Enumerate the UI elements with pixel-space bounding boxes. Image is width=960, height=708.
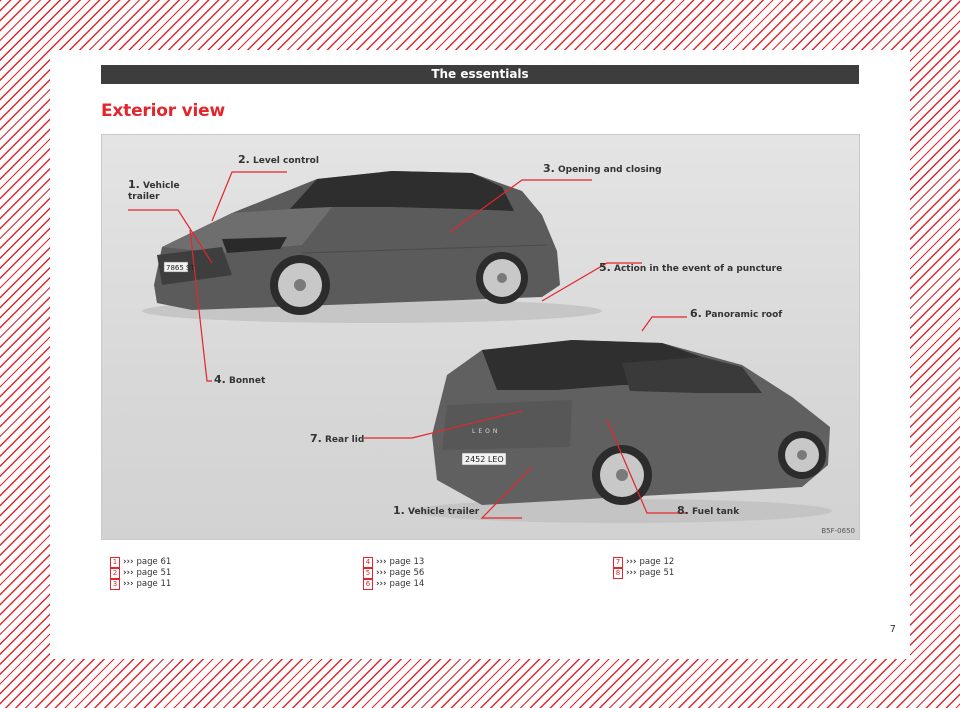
ref-number-badge: 4 [363,557,373,568]
ref-page-link[interactable]: page 14 [389,579,425,589]
ref-column-1: 1›››page 61 2›››page 51 3›››page 11 [110,557,171,590]
ref-number-badge: 2 [110,568,120,579]
ref-item[interactable]: 1›››page 61 [110,557,171,568]
page-number: 7 [889,624,896,635]
hatchback-car-image: 2452 LEO LEON [412,340,832,523]
ref-page-link[interactable]: page 51 [639,568,675,578]
callout-5-puncture: 5. Action in the event of a puncture [599,261,783,274]
ref-page-link[interactable]: page 11 [136,579,172,589]
figure-code: B5F-0650 [821,527,855,535]
ref-page-link[interactable]: page 56 [389,568,425,578]
callout-7-rear-lid: 7. Rear lid [310,432,365,445]
ref-number-badge: 8 [613,568,623,579]
page-title: Exterior view [101,101,225,121]
manual-page: The essentials Exterior view 7865 ST [50,50,910,659]
callout-lines [128,171,687,519]
ref-page-link[interactable]: page 61 [136,557,172,567]
ref-number-badge: 1 [110,557,120,568]
front-plate-text: 7865 ST [166,264,195,272]
exterior-view-figure: 7865 ST 2452 LEO LEON [101,134,860,540]
ref-item[interactable]: 2›››page 51 [110,568,171,579]
car-illustration: 7865 ST 2452 LEO LEON [128,171,832,523]
ref-item[interactable]: 6›››page 14 [363,579,424,590]
callout-3-opening-closing: 3. Opening and closing [543,162,662,175]
ref-column-2: 4›››page 13 5›››page 56 6›››page 14 [363,557,424,590]
section-header: The essentials [101,65,859,84]
ref-number-badge: 3 [110,579,120,590]
callout-4-bonnet: 4. Bonnet [214,373,266,386]
ref-number-badge: 6 [363,579,373,590]
ref-number-badge: 7 [613,557,623,568]
ref-item[interactable]: 8›››page 51 [613,568,674,579]
ref-page-link[interactable]: page 12 [639,557,675,567]
ref-column-3: 7›››page 12 8›››page 51 [613,557,674,579]
callout-2-level-control: 2. Level control [238,153,319,166]
ref-number-badge: 5 [363,568,373,579]
ref-item[interactable]: 3›››page 11 [110,579,171,590]
callout-8-fuel-tank: 8. Fuel tank [677,504,740,517]
ref-item[interactable]: 4›››page 13 [363,557,424,568]
ref-item[interactable]: 5›››page 56 [363,568,424,579]
ref-page-link[interactable]: page 13 [389,557,425,567]
rear-badge-text: LEON [472,428,500,435]
callout-6-panoramic-roof: 6. Panoramic roof [690,307,783,320]
rear-plate-text: 2452 LEO [465,455,504,464]
callout-1-vehicle-trailer-rear: 1. Vehicle trailer [393,504,480,517]
estate-car-image: 7865 ST [142,171,602,323]
ref-page-link[interactable]: page 51 [136,568,172,578]
ref-item[interactable]: 7›››page 12 [613,557,674,568]
